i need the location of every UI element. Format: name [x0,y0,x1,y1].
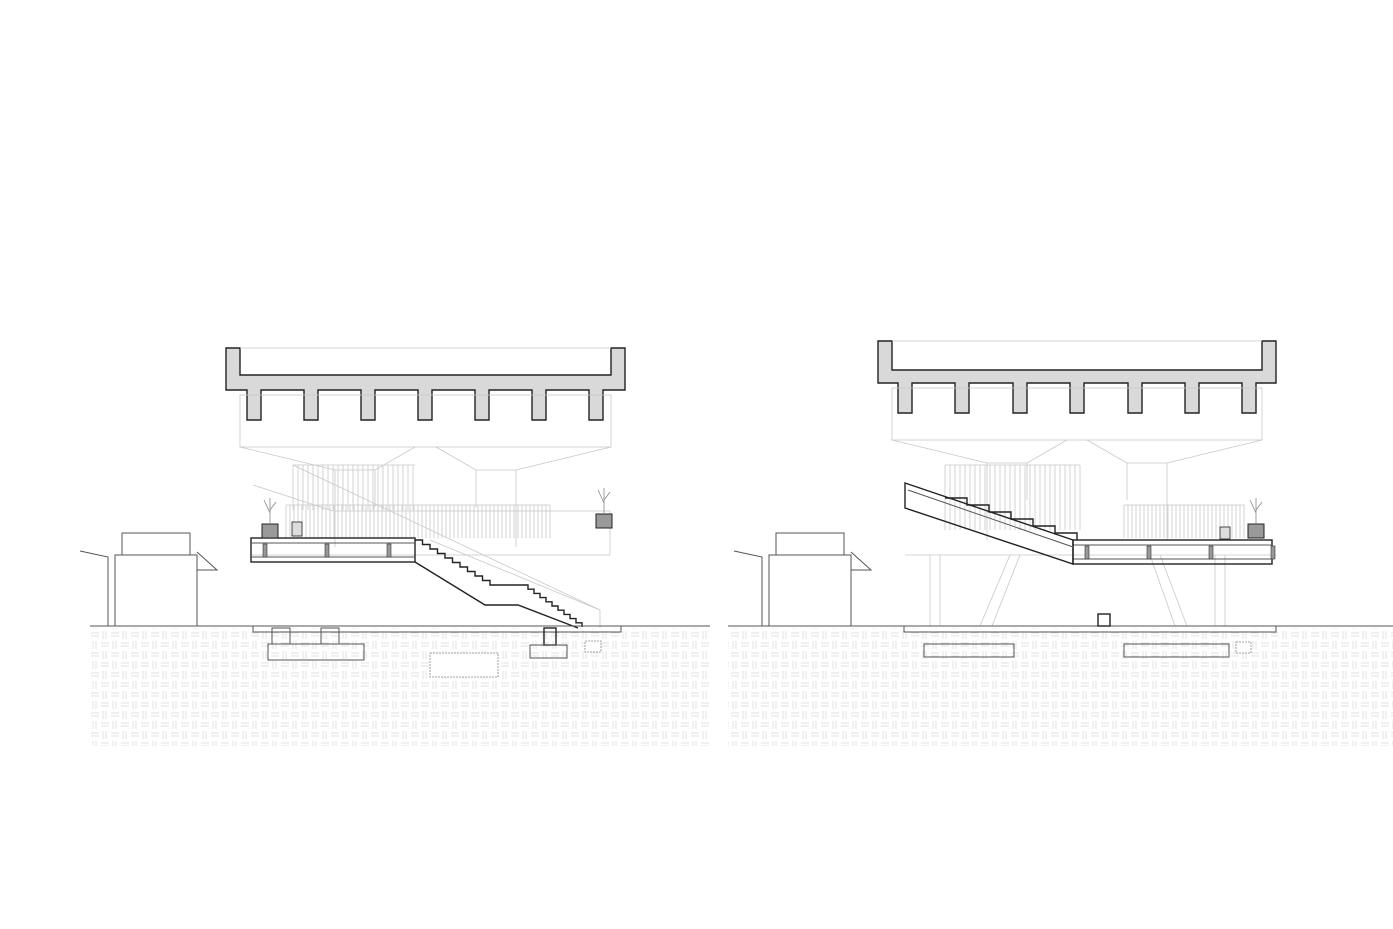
kiosk-roof [121,532,191,556]
pier-outline [239,446,612,471]
stair-soffit [414,561,579,629]
steel-beam [1146,545,1152,560]
bench [1219,526,1231,540]
soil-hatch [90,628,710,746]
steel-beam [1208,545,1214,560]
ramp-stringer [904,482,1074,565]
ramp-steps [945,497,1078,540]
stair-footing-pad [529,644,568,659]
pier-cap-outline [891,387,1263,441]
soil-hatch [728,628,1393,746]
pier-column-lines [986,463,1168,540]
plant-icon [1249,498,1263,524]
planter [595,513,613,529]
planter [261,523,279,539]
right-section [728,340,1393,746]
kiosk-roof [775,532,845,556]
utility-box [584,640,602,653]
steel-beam [262,543,268,558]
ramp-inner-line [907,489,1074,548]
platform-deck [250,537,416,563]
plant-icon [597,488,611,514]
stair-railing-diagonal [292,464,601,611]
slab [252,625,622,633]
planter [1247,523,1265,539]
kiosk-body [114,554,198,627]
utility-box [429,652,499,678]
footing [923,643,1015,658]
left-section [79,347,710,746]
steel-beam [324,543,330,558]
stair-railing-lower [429,539,601,628]
kiosk-adjacent-wall [733,550,763,626]
back-platform-outline [251,484,611,556]
pier-outline [891,439,1263,464]
kiosk-body [768,554,852,627]
bridge-deck [225,347,626,421]
plant-icon [263,498,277,524]
pier-cap-outline [239,394,612,448]
stair-treads [415,539,583,627]
bridge-deck [877,340,1277,414]
diagonal-struts [979,554,1188,627]
footing [1123,643,1230,658]
columns [929,555,1226,626]
kiosk-adjacent-wall [79,550,109,626]
steel-beam [1084,545,1090,560]
kiosk-canopy [196,551,219,571]
pier-column-lines [334,470,517,547]
slab [903,625,1277,633]
footing-pad [267,643,365,661]
steel-beam [386,543,392,558]
kiosk-canopy [850,551,873,571]
utility-box [1235,641,1252,654]
steel-beam [1270,545,1276,560]
drain-fixture [1097,613,1111,627]
platform-deck [1072,539,1273,565]
bench [291,521,303,537]
